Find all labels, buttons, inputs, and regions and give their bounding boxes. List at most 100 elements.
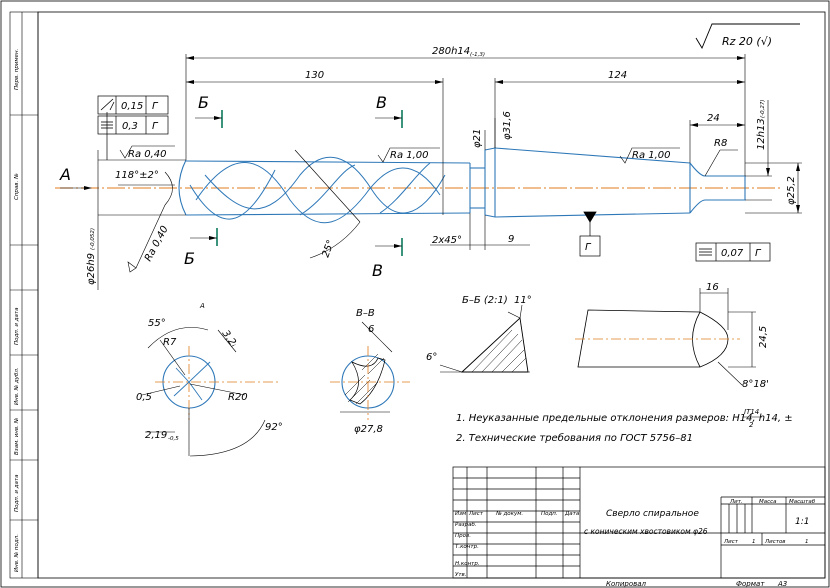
note-1: 1. Неуказанные предельные отклонения раз… [456,413,793,424]
view-vv-six: 6 [368,324,374,335]
dimension-arrows [186,56,800,213]
view-a-05: 0,5 [136,392,152,403]
tol-flat-value: 0,3 [122,121,138,132]
tb-col-sign: Подп. [541,511,558,517]
dim-right-len: 124 [608,70,627,81]
tb-sheet-no: 1 [752,539,756,545]
stamp-repl-inv: Взам. инв. № [14,417,20,455]
tb-sheets-no: 1 [805,539,809,545]
dim-right-end-height-sub: (-0,27) [760,99,766,118]
tolerance-symbols [100,98,712,256]
side-stamp-column [9,11,39,579]
dim-overall: 280h14 [432,46,470,57]
tol-runout-base: Г [152,101,159,112]
view-a-d219-sub: -0,5 [168,436,179,442]
note-frac-den: 2 [749,421,754,429]
mark-b-top: Б [198,93,209,112]
note-frac-num: IT14 [744,408,759,416]
dim-radius-r8: R8 [714,138,727,149]
mark-v-bottom: В [372,261,383,280]
datum-letter: Г [585,242,592,253]
tb-name-line1: Сверло спиральное [606,509,699,519]
title-block-name: Сверло спиральное с коническим хвостовик… [584,509,809,536]
tb-col-izm: Изм [455,511,466,517]
view-a-angle92: 92° [265,422,283,433]
tb-row-razrab: Разраб. [455,522,477,528]
ra-100-right: Ra 1,00 [632,150,671,161]
view-a-d219: 2,19 [145,430,167,441]
tolerance-frames [97,95,771,262]
technical-notes: 1. Неуказанные предельные отклонения раз… [456,408,793,444]
tb-mass: Масса [759,499,777,505]
mark-a: А [59,165,71,184]
dim-d252: φ25,2 [786,176,797,205]
tail-d245: 24,5 [758,326,769,348]
section-letters: А Б Б В В [59,93,387,280]
tb-scale: 1:1 [795,517,809,527]
view-vv-texts: В–В 6 φ27,8 [354,308,383,435]
section-bb [439,304,530,373]
dim-d26-sub: (-0,052) [90,228,96,250]
tol-flat-base: Г [152,121,159,132]
tolerance-texts: 0,15 Г 0,3 Г 0,07 Г Г [121,101,762,259]
note-2: 2. Технические требования по ГОСТ 5756–8… [456,432,693,444]
roughness-main-label: Rz 20 (√) [722,35,772,48]
tb-sheet-label: Лист [723,539,739,545]
tb-row-prov: Пров. [455,533,471,539]
view-a [141,327,280,457]
section-bb-angle6: 6° [426,352,437,363]
tb-row-utv: Утв. [455,572,467,578]
dim-overall-sub: (-1,3) [470,52,485,58]
view-vv [330,321,410,420]
stamp-ref-no: Справ. № [14,173,20,200]
section-bb-title: Б–Б (2:1) [462,295,508,306]
tail-detail [575,288,756,386]
stamp-orig-inv: Инв. № подл. [14,534,20,572]
title-block-texts: Изм Лист № докум. Подп. Дата Разраб. Про… [455,499,816,578]
view-a-angle55: 55° [148,318,166,329]
tol-bottom-value: 0,07 [721,248,744,259]
dim-left-len: 130 [305,70,324,81]
dim-chamfer: 2x45° [432,235,462,246]
tb-col-docnum: № докум. [495,511,523,517]
tb-lit: Лит. [729,499,743,505]
tb-scale-label: Масштаб [789,499,816,505]
tail-len16: 16 [706,282,719,293]
main-dimension-lines [97,54,802,290]
stamp-dup-inv: Инв. № дубл. [14,367,20,405]
tb-row-nkontr: Н.контр. [455,561,480,567]
view-a-d32: 3,2ᵢ [220,328,239,349]
view-vv-title: В–В [356,308,375,319]
stamp-sign-date-1: Подп. и дата [14,307,20,345]
side-stamp-labels: Перв. примен. Справ. № Подп. и дата Инв.… [14,48,20,572]
ra-040-top: Ra 0,40 [128,149,167,160]
view-a-texts: А 55° R7 3,2ᵢ R20 0,5 2,19 -0,5 92° [136,302,283,442]
mark-b-bottom: Б [184,249,195,268]
dim-d316: φ31,6 [502,111,513,140]
dim-right-end-height: 12h13 [756,118,767,150]
tb-col-date: Дата [564,511,580,517]
stamp-first-use: Перв. примен. [14,48,20,90]
footer-format: А3 [777,580,787,588]
footer: Копировал Формат А3 [606,580,787,588]
view-vv-d278: φ27,8 [354,424,383,435]
view-a-title: А [199,302,205,310]
tol-bottom-base: Г [755,248,762,259]
dim-len9: 9 [508,234,514,245]
dim-right-end: 24 [707,113,720,124]
tail-detail-texts: 16 24,5 8°18' [706,282,769,390]
tb-name-line2: с коническим хвостовиком φ26 [584,527,708,536]
roughness-marks [119,145,680,273]
footer-format-label: Формат [736,580,765,588]
drill-contour [178,147,746,218]
title-block [452,466,826,579]
section-mark-lines [216,110,403,256]
tb-row-tkontr: Т.контр. [455,544,479,550]
section-arrowheads [84,116,402,248]
dim-angle25: 25° [320,239,336,259]
drill-flutes [189,156,446,224]
dim-d21: φ21 [472,129,483,148]
footer-copied: Копировал [606,580,647,588]
tb-sheets-label: Листов [764,539,786,545]
